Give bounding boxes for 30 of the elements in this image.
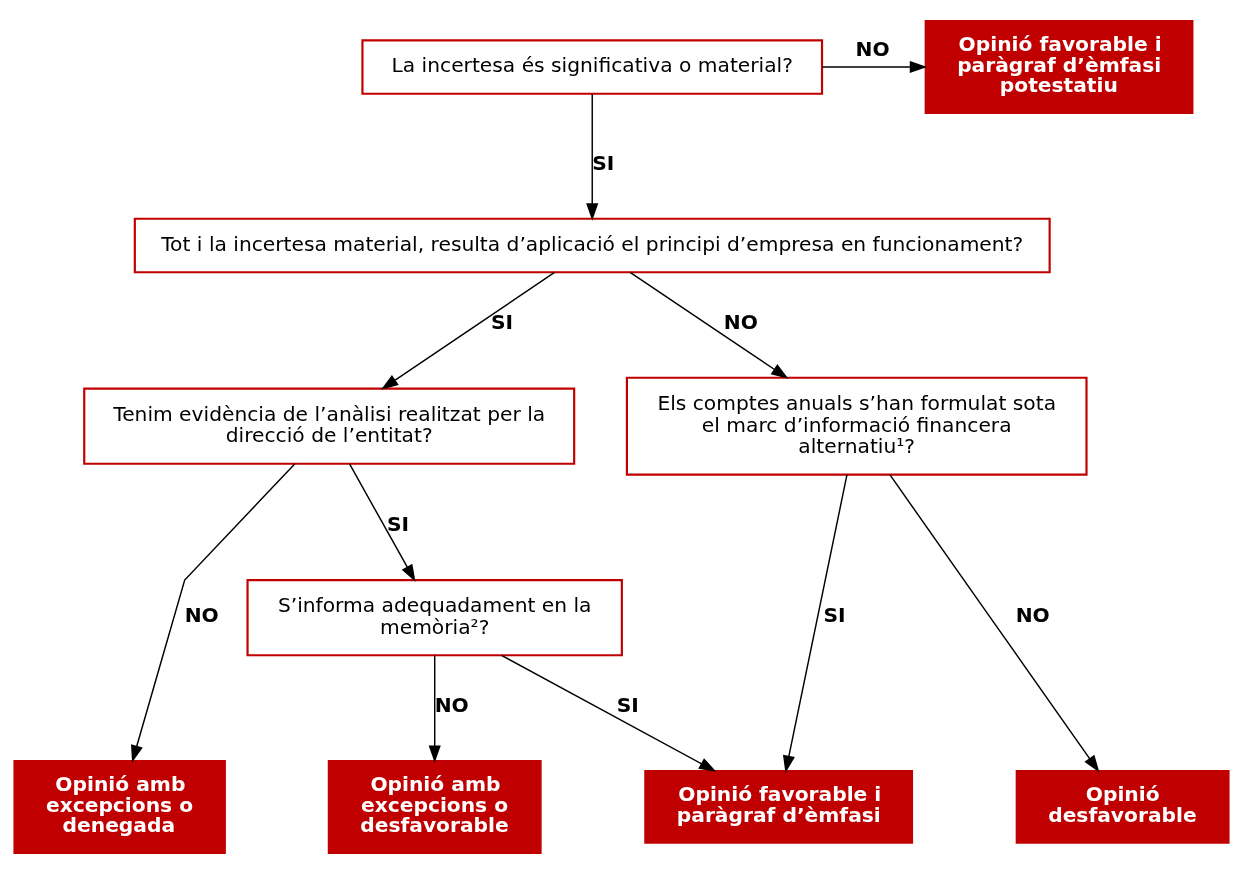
edge-label: SI	[592, 150, 615, 175]
arrow	[428, 654, 441, 763]
edge-label: NO	[855, 36, 890, 61]
arrow	[889, 473, 1100, 773]
edge-label: SI	[491, 309, 514, 334]
arrow	[131, 462, 296, 763]
edge-label: NO	[1015, 602, 1050, 627]
arrow	[629, 271, 789, 379]
edge-label: NO	[723, 309, 758, 334]
node-box: Opinió amb excepcions o denegada	[13, 759, 226, 854]
arrow	[586, 92, 599, 221]
edge-label: SI	[387, 511, 410, 536]
node-box: Opinió amb excepcions o desfavorable	[327, 759, 542, 854]
node-box: Opinió favorable i paràgraf d’èmfasi potestatiu	[924, 19, 1194, 114]
node-box: Tenim evidència de l’anàlisi realitzat per la direcció de l’entitat?	[83, 387, 576, 465]
node-box: La incertesa és significativa o material?	[361, 38, 824, 95]
node-box: Opinió desfavorable	[1015, 769, 1230, 844]
edge-label: NO	[434, 692, 469, 717]
node-box: Tot i la incertesa material, resulta d’aplicació el principi d’empresa en funcionament?	[133, 217, 1051, 273]
arrow	[380, 271, 556, 390]
edge-label: NO	[184, 602, 219, 627]
node-box: Opinió favorable i paràgraf d’èmfasi	[644, 769, 914, 844]
arrow	[348, 462, 416, 582]
arrow	[782, 473, 848, 773]
edge-label: SI	[616, 692, 639, 717]
edge-label: SI	[823, 602, 846, 627]
node-box: S’informa adequadament en la memòria²?	[246, 578, 623, 656]
node-box: Els comptes anuals s’han formulat sota el marc d’informació financera alternatiu¹?	[625, 376, 1088, 476]
arrow	[500, 654, 717, 772]
arrow	[821, 60, 928, 73]
